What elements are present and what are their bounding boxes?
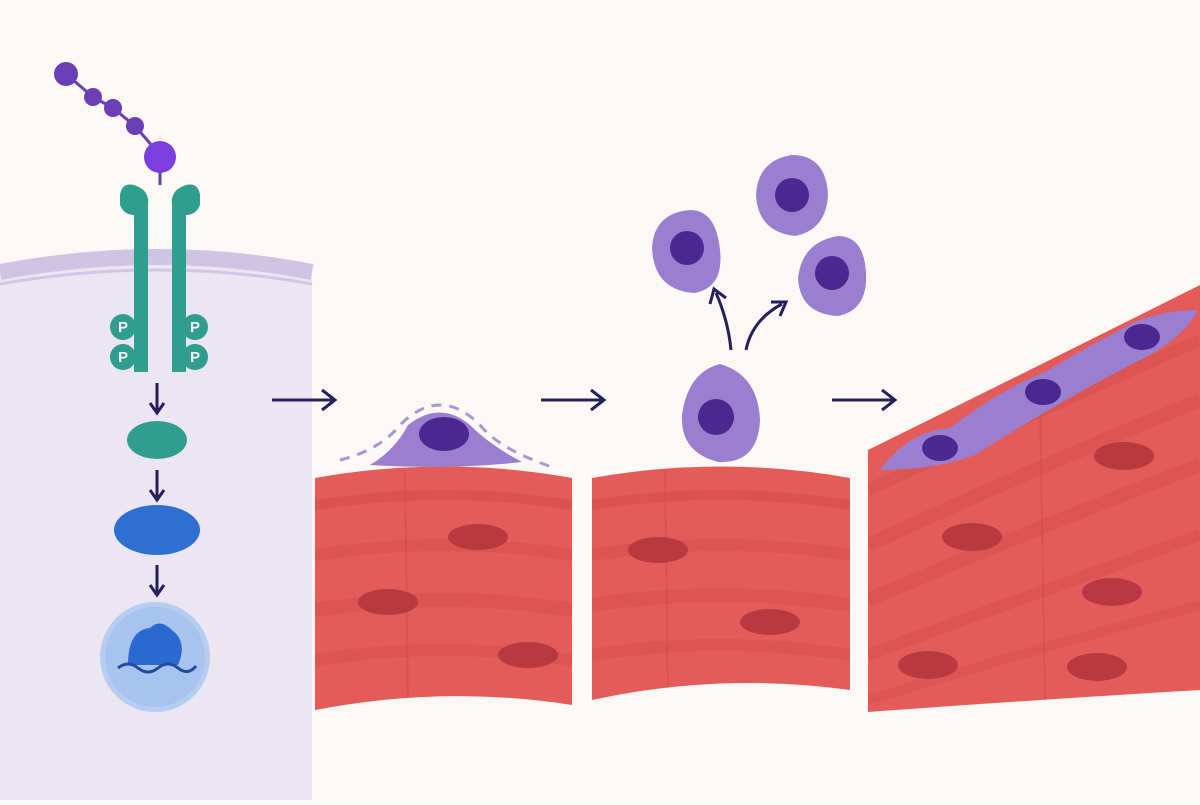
muscle-nucleus (1067, 653, 1127, 681)
muscle-nucleus (448, 524, 508, 550)
proliferation-arrows-icon (708, 286, 789, 351)
daughter-cell (798, 236, 867, 316)
receptor-icon (120, 184, 200, 372)
muscle-nucleus (358, 589, 418, 615)
muscle-nucleus (628, 537, 688, 563)
nucleus-icon (100, 602, 210, 712)
muscle-nucleus (1094, 442, 1154, 470)
activated-satellite-cell (681, 364, 760, 463)
satellite-cell-icon (339, 403, 556, 470)
cell-membrane (0, 249, 314, 280)
arrow-right-icon (272, 388, 338, 412)
fusion-icon (880, 310, 1198, 470)
arrow-down-icon (148, 383, 166, 416)
muscle-nucleus (740, 609, 800, 635)
muscle-fiber-2 (592, 466, 850, 700)
phosphate-label: P (118, 319, 128, 336)
phosphate-label: P (190, 319, 200, 336)
arrow-right-icon (832, 388, 898, 412)
muscle-nucleus (942, 523, 1002, 551)
muscle-fiber-1 (315, 466, 572, 710)
phosphate-label: P (118, 349, 128, 366)
muscle-fiber-3 (868, 285, 1200, 712)
phosphate-group-right-top: P (182, 314, 208, 340)
phosphate-group-right-bottom: P (182, 344, 208, 370)
daughter-cell (652, 210, 721, 293)
phosphate-group-left-top: P (110, 314, 136, 340)
signal-protein-2 (114, 505, 200, 555)
muscle-nucleus (898, 651, 958, 679)
muscle-nucleus (498, 642, 558, 668)
ligand-icon (54, 62, 176, 185)
arrow-down-icon (148, 565, 166, 598)
phosphate-group-left-bottom: P (110, 344, 136, 370)
arrow-down-icon (148, 470, 166, 503)
daughter-cell (756, 155, 828, 236)
arrow-right-icon (541, 388, 607, 412)
phosphate-label: P (190, 349, 200, 366)
muscle-nucleus (1082, 578, 1142, 606)
dna-strand-icon (117, 662, 198, 674)
signal-protein-1 (127, 421, 187, 459)
